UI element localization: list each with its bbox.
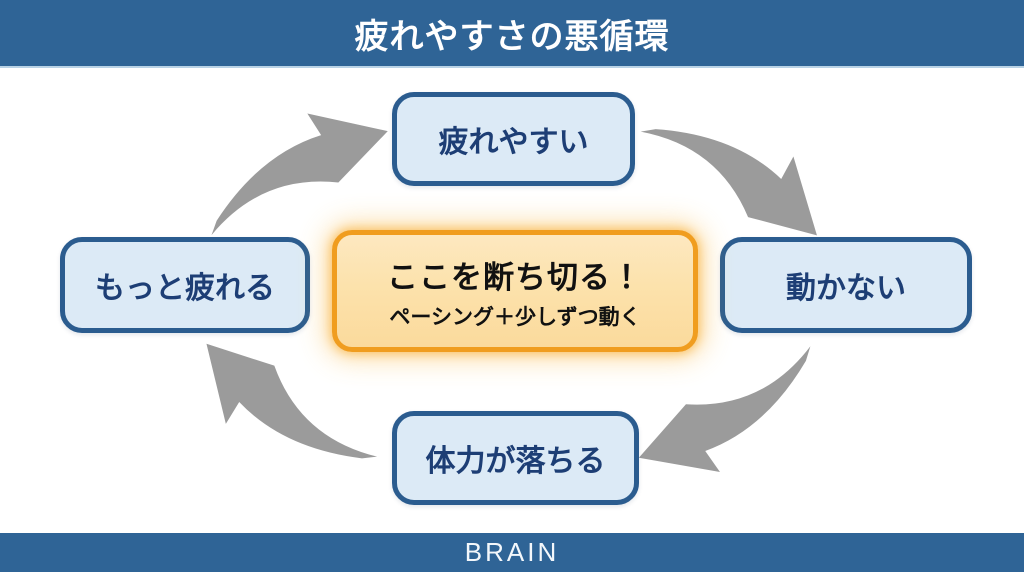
cycle-node-left: もっと疲れる <box>60 237 310 333</box>
break-the-cycle-callout: ここを断ち切る！ ペーシング＋少しずつ動く <box>332 230 698 352</box>
header-bar: 疲れやすさの悪循環 <box>0 0 1024 68</box>
page-title: 疲れやすさの悪循環 <box>354 17 670 56</box>
cycle-node-bottom-label: 体力が落ちる <box>425 445 606 478</box>
callout-subtitle: ペーシング＋少しずつ動く <box>389 305 641 329</box>
cycle-node-left-label: もっと疲れる <box>95 272 275 305</box>
callout-title: ここを断ち切る！ <box>387 259 643 295</box>
cycle-node-right-label: 動かない <box>786 272 906 305</box>
cycle-node-bottom: 体力が落ちる <box>392 411 639 505</box>
cycle-node-top-label: 疲れやすい <box>438 126 589 159</box>
arrow-left-to-top-icon <box>190 97 402 236</box>
arrow-right-to-bottom-icon <box>622 346 836 491</box>
footer-bar: BRAIN <box>0 533 1024 572</box>
cycle-node-right: 動かない <box>720 237 972 333</box>
cycle-node-top: 疲れやすい <box>392 92 635 186</box>
brand-logo-text: BRAIN <box>464 537 560 567</box>
